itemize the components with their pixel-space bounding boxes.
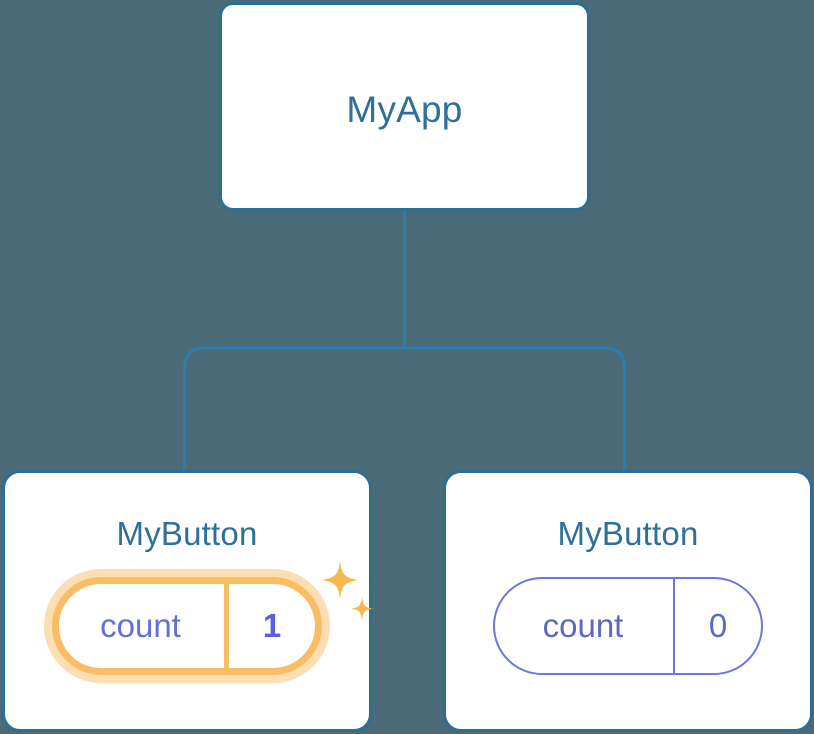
prop-pill-left-wrap: count 1 <box>44 561 373 683</box>
prop-pill-right[interactable]: count 0 <box>493 577 763 675</box>
prop-pill-left-key: count <box>100 607 181 644</box>
prop-pill-right-wrap: count 0 <box>493 577 763 675</box>
prop-pill-right-key: count <box>542 607 624 644</box>
node-mybutton-right[interactable]: MyButton count 0 <box>443 470 813 732</box>
connector-children-bus <box>183 346 626 470</box>
node-myapp[interactable]: MyApp <box>219 2 590 211</box>
node-mybutton-right-title: MyButton <box>557 515 699 552</box>
prop-pill-right-value: 0 <box>708 607 728 644</box>
node-mybutton-left-title: MyButton <box>116 515 258 552</box>
prop-pill-right-divider <box>673 579 675 673</box>
prop-pill-left-divider <box>224 584 229 668</box>
node-myapp-title: MyApp <box>346 89 463 130</box>
prop-pill-left-value: 1 <box>262 607 282 644</box>
node-mybutton-left[interactable]: MyButton count 1 <box>2 470 373 732</box>
prop-pill-left[interactable]: count 1 <box>52 577 322 675</box>
